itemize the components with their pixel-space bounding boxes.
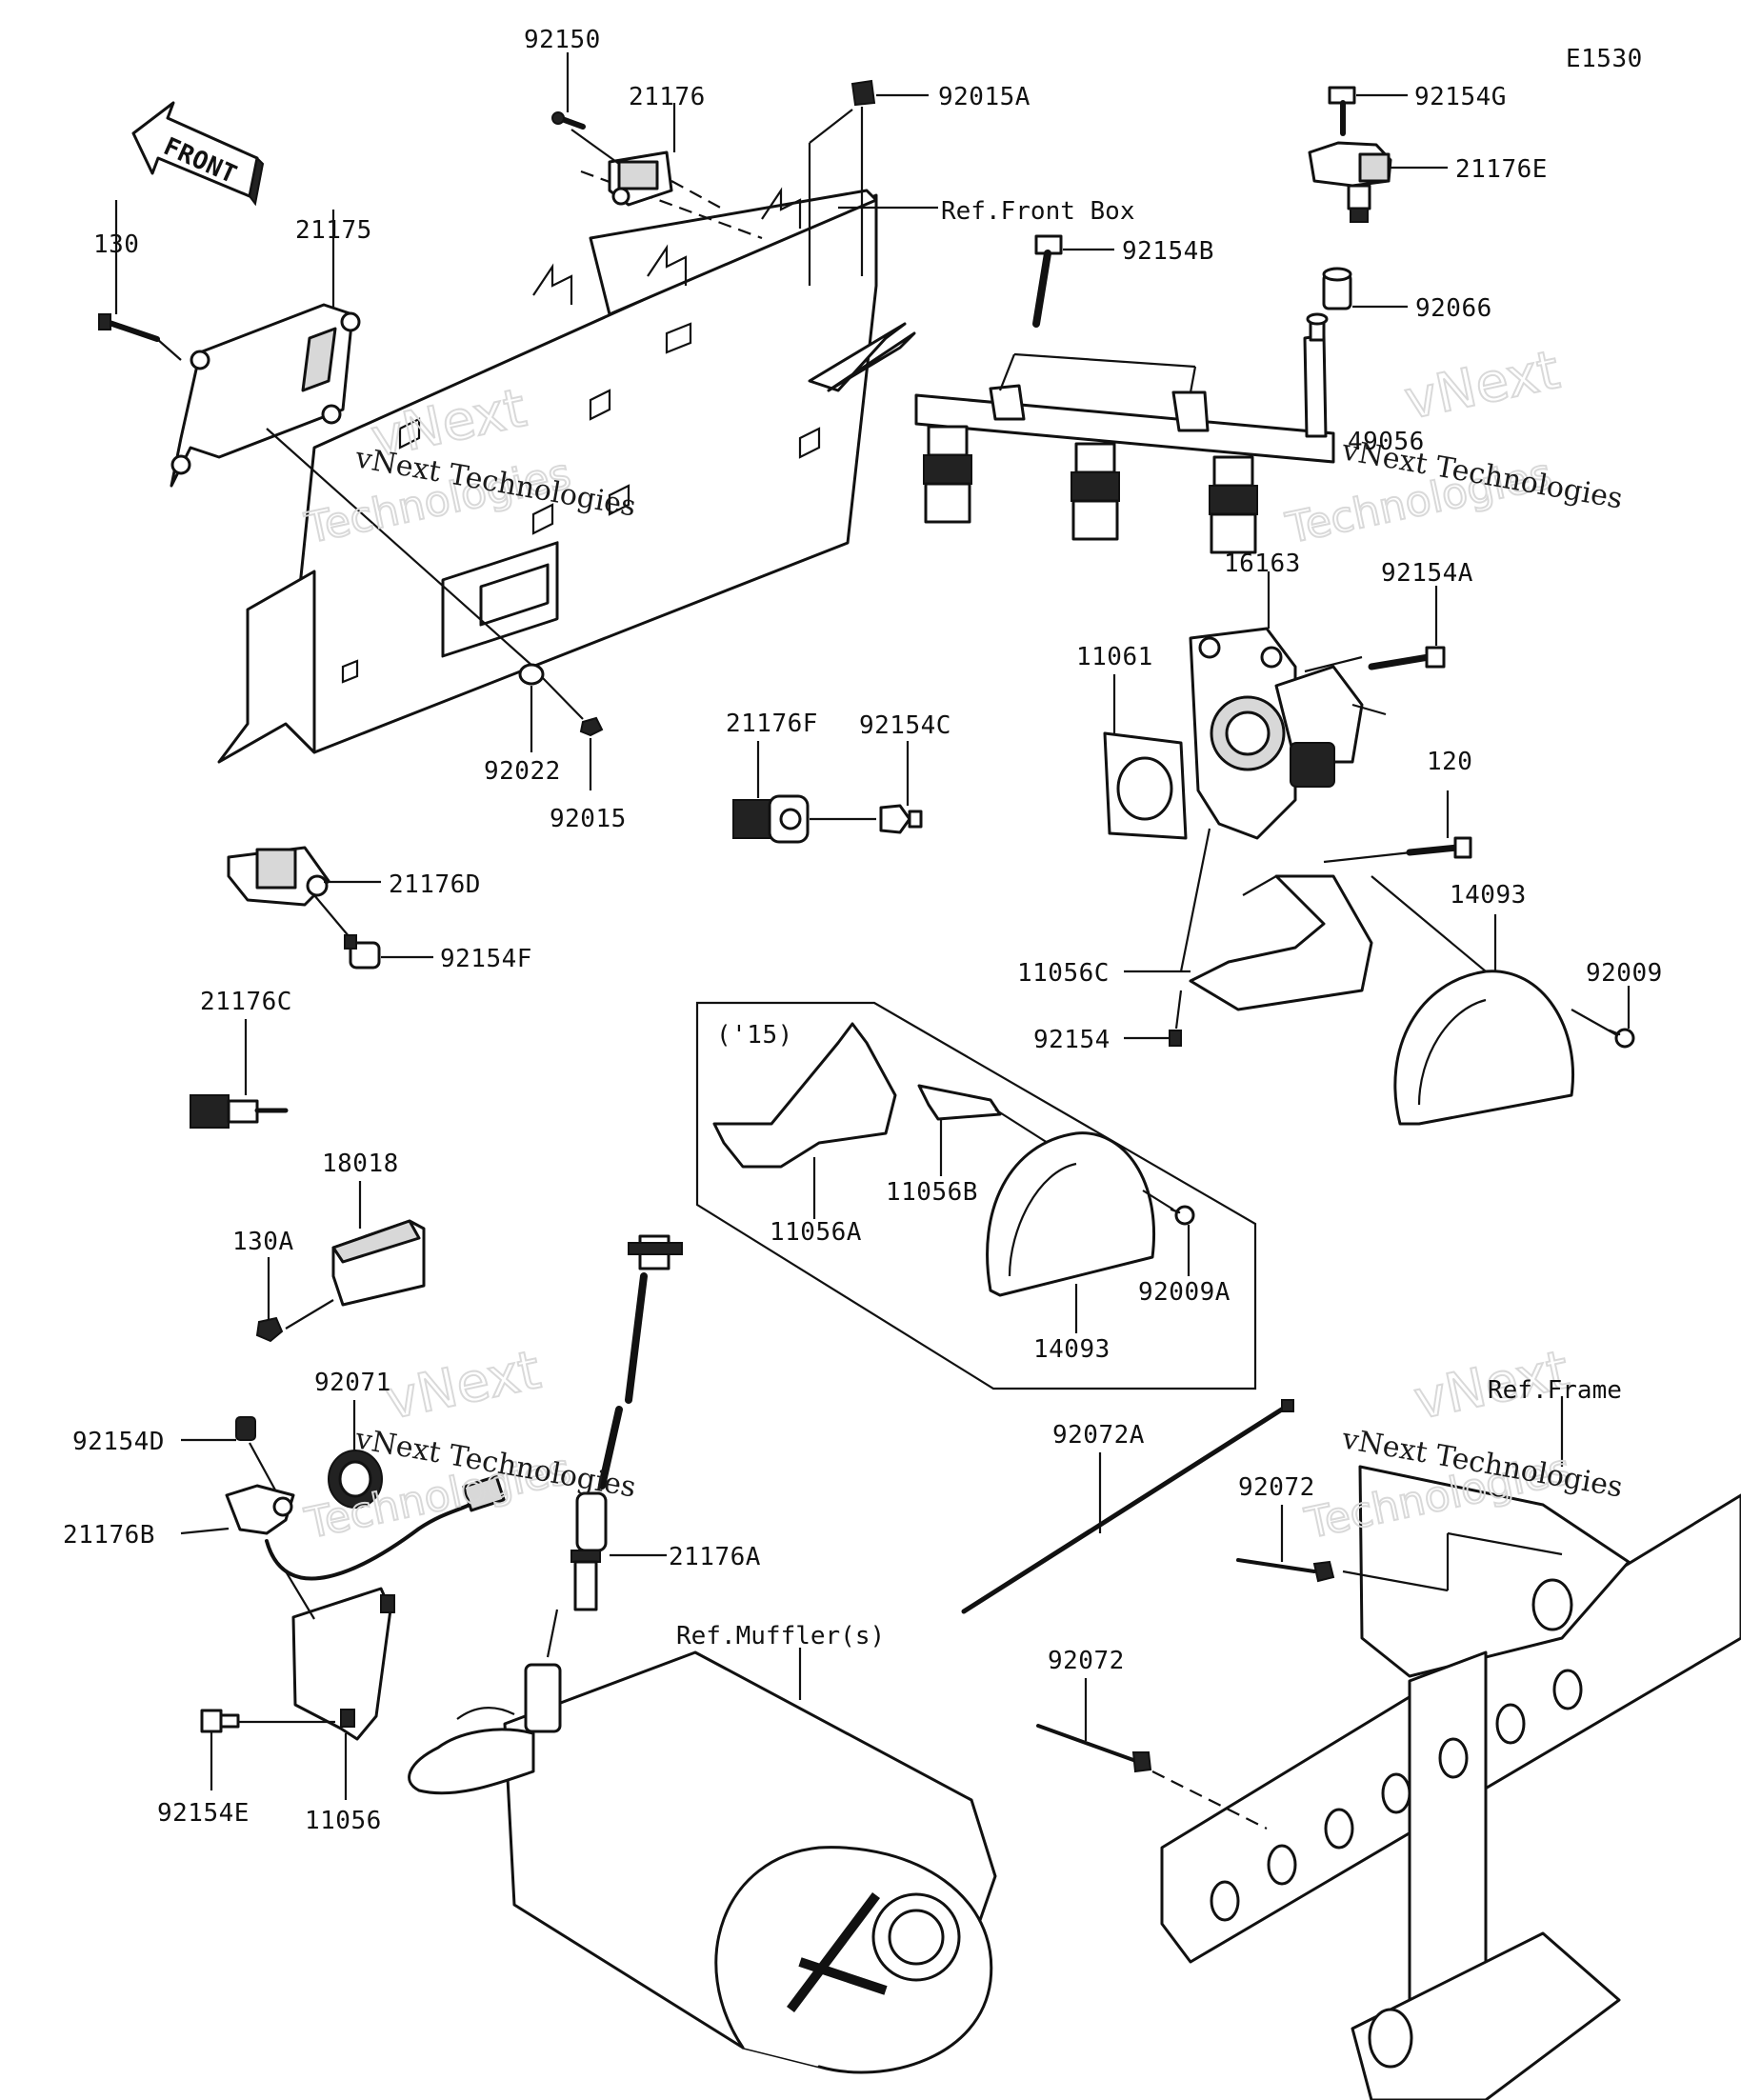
part-label: 92150 bbox=[524, 26, 601, 54]
part-label: 21175 bbox=[295, 216, 372, 245]
frame bbox=[1160, 1465, 1741, 2100]
bolt-120 bbox=[1406, 836, 1472, 859]
svg-text:vNext: vNext bbox=[380, 1339, 546, 1432]
cover-14093 bbox=[1393, 970, 1574, 1126]
screw-92009A bbox=[1170, 1205, 1195, 1226]
nut-92015 bbox=[579, 716, 604, 737]
part-label: 14093 bbox=[1033, 1335, 1111, 1364]
cable-tie-92072-lower bbox=[1036, 1724, 1152, 1773]
sensor-21176F bbox=[732, 794, 810, 844]
part-label: 14093 bbox=[1450, 881, 1527, 910]
injector-1 bbox=[923, 425, 972, 524]
part-label: 130A bbox=[232, 1228, 294, 1256]
part-label: 92154 bbox=[1033, 1026, 1111, 1054]
sensor-21176C bbox=[190, 1094, 289, 1129]
bolt-92154 bbox=[1169, 1030, 1182, 1047]
part-label: 92154B bbox=[1122, 237, 1214, 266]
cap-92066 bbox=[1322, 267, 1352, 310]
bolt-92154C bbox=[879, 804, 923, 834]
part-label: 92154D bbox=[72, 1428, 165, 1456]
part-label: 92072 bbox=[1238, 1473, 1315, 1502]
sensor-21176A bbox=[570, 1234, 683, 1611]
part-label: 21176A bbox=[669, 1543, 761, 1571]
svg-text:vNext: vNext bbox=[1399, 339, 1565, 432]
fuel-rail-49056 bbox=[914, 312, 1335, 464]
part-label: 92154E bbox=[157, 1799, 250, 1828]
section-2015-label: ('15) bbox=[716, 1021, 793, 1050]
part-label: 21176F bbox=[726, 710, 818, 738]
ecu-21175 bbox=[170, 303, 361, 488]
part-label: 21176B bbox=[63, 1521, 155, 1550]
part-label: 11056A bbox=[770, 1218, 862, 1247]
sensor-21176E bbox=[1308, 141, 1392, 223]
part-label: 18018 bbox=[322, 1150, 399, 1178]
injector-2 bbox=[1071, 442, 1120, 541]
part-label: 21176D bbox=[389, 870, 481, 899]
cover-14093-2015 bbox=[986, 1131, 1155, 1297]
part-label: 92071 bbox=[314, 1369, 391, 1397]
bracket-18018 bbox=[331, 1219, 426, 1307]
part-label: 92154G bbox=[1414, 83, 1507, 111]
bolt-92154B bbox=[1032, 234, 1063, 328]
bracket-11056B bbox=[917, 1084, 1002, 1121]
ref-front-box: Ref.Front Box bbox=[941, 197, 1135, 226]
muffler bbox=[408, 1650, 997, 2074]
part-label: 21176 bbox=[629, 83, 706, 111]
part-label: 92154C bbox=[859, 711, 951, 740]
cable-tie-92072A bbox=[961, 1399, 1294, 1614]
part-label: 11061 bbox=[1076, 643, 1153, 671]
bracket-11056 bbox=[291, 1587, 395, 1741]
part-label: 21176E bbox=[1455, 155, 1548, 184]
injector-3 bbox=[1209, 455, 1258, 554]
bolt-92150 bbox=[551, 111, 586, 130]
bolt-92154E bbox=[200, 1709, 240, 1733]
gasket-11061 bbox=[1103, 731, 1188, 840]
bracket-11056C bbox=[1189, 874, 1373, 1011]
throttle-body-16163 bbox=[1189, 627, 1364, 840]
bracket-11056A bbox=[712, 1022, 897, 1169]
sensor-21176 bbox=[608, 150, 673, 207]
part-label: 11056 bbox=[305, 1807, 382, 1835]
part-label: 92009 bbox=[1586, 959, 1663, 988]
part-label: 92154F bbox=[440, 945, 532, 973]
front-arrow-icon: FRONT bbox=[131, 101, 265, 207]
bolt-92154G bbox=[1328, 86, 1356, 136]
part-label: 16163 bbox=[1224, 550, 1301, 578]
ref-frame: Ref.Frame bbox=[1488, 1376, 1622, 1405]
part-label: 120 bbox=[1427, 748, 1472, 776]
part-label: 92066 bbox=[1415, 294, 1492, 323]
bolt-92154A bbox=[1368, 646, 1446, 670]
bolt-92154D bbox=[235, 1416, 256, 1441]
front-box bbox=[217, 170, 916, 764]
part-label: 11056C bbox=[1017, 959, 1110, 988]
part-label: 21176C bbox=[200, 988, 292, 1016]
bolt-130A bbox=[255, 1316, 284, 1343]
bolt-130 bbox=[98, 313, 160, 342]
part-label: 92015A bbox=[938, 83, 1031, 111]
part-label: 130 bbox=[93, 230, 139, 259]
section-2015-box: ('15) bbox=[695, 1001, 1257, 1390]
diagram-code: E1530 bbox=[1566, 45, 1643, 73]
part-label: 92072 bbox=[1048, 1647, 1125, 1675]
part-label: 92154A bbox=[1381, 559, 1473, 588]
part-label: 11056B bbox=[886, 1178, 978, 1207]
part-label: 92009A bbox=[1138, 1278, 1231, 1307]
ref-muffler: Ref.Muffler(s) bbox=[676, 1622, 885, 1650]
washer-92022 bbox=[518, 663, 545, 686]
clip-92015A bbox=[850, 79, 876, 107]
sensor-21176B bbox=[225, 1474, 506, 1581]
part-label: 49056 bbox=[1348, 428, 1425, 456]
part-label: 92072A bbox=[1052, 1421, 1145, 1450]
sensor-21176D bbox=[227, 846, 330, 907]
part-label: 92015 bbox=[550, 805, 627, 833]
bolt-92154F bbox=[344, 934, 381, 970]
cable-tie-92072-upper bbox=[1236, 1558, 1335, 1583]
part-label: 92022 bbox=[484, 757, 561, 786]
